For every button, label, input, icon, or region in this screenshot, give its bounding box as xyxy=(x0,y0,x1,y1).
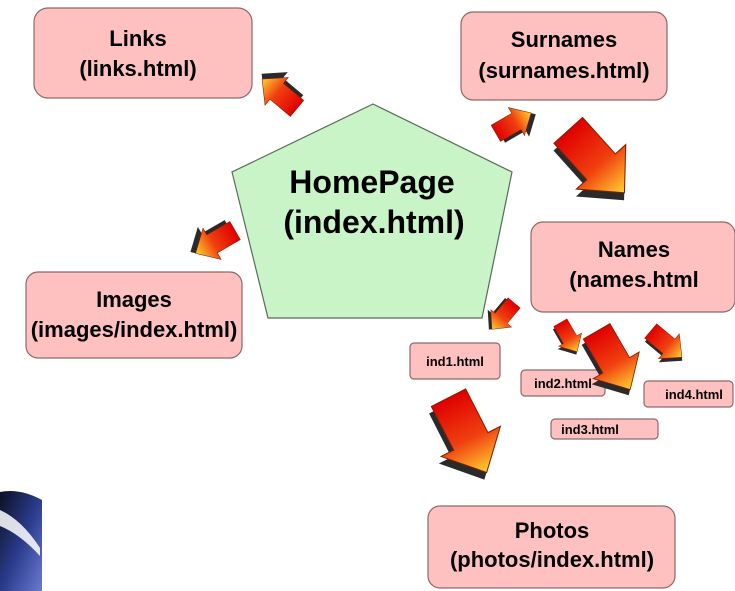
photos-box xyxy=(427,505,676,589)
ind3-label: ind3.html xyxy=(561,422,619,437)
homepage-node[interactable]: HomePage (index.html) xyxy=(231,103,513,319)
ind2-node[interactable]: ind2.html xyxy=(520,369,606,397)
names-box xyxy=(530,221,735,313)
ind1-label: ind1.html xyxy=(426,354,484,369)
links-title: Links xyxy=(109,26,166,51)
arrow-names-to-ind3 xyxy=(581,323,640,396)
links-node[interactable]: Links (links.html) xyxy=(33,7,253,99)
ind1-node[interactable]: ind1.html xyxy=(409,342,501,380)
arrow-home-to-links xyxy=(261,72,305,117)
links-file: (links.html) xyxy=(79,56,196,81)
surnames-title: Surnames xyxy=(511,27,617,52)
arrow-names-to-ind1 xyxy=(487,297,521,330)
ind4-node[interactable]: ind4.html xyxy=(643,380,734,408)
photos-title: Photos xyxy=(515,518,590,543)
names-file: (names.html xyxy=(569,267,699,292)
photos-file: (photos/index.html) xyxy=(450,547,654,572)
ind4-label: ind4.html xyxy=(665,387,723,402)
homepage-file: (index.html) xyxy=(283,204,464,240)
surnames-file: (surnames.html) xyxy=(478,58,649,83)
arrow-surnames-to-names xyxy=(553,116,627,201)
images-title: Images xyxy=(96,287,172,312)
ind1-box xyxy=(409,342,501,380)
arrow-names-to-ind2 xyxy=(552,318,582,355)
ind4-box xyxy=(643,380,734,408)
surnames-box xyxy=(460,11,668,101)
homepage-pentagon xyxy=(231,103,513,319)
names-title: Names xyxy=(598,237,670,262)
arrow-names-to-ind4 xyxy=(644,323,683,363)
arrow-home-to-images xyxy=(190,220,241,260)
photos-node[interactable]: Photos (photos/index.html) xyxy=(427,505,676,589)
homepage-title: HomePage xyxy=(289,164,454,200)
images-file: (images/index.html) xyxy=(31,317,238,342)
ind3-node[interactable]: ind3.html xyxy=(550,418,659,440)
arrow-home-to-surnames xyxy=(490,107,536,143)
ind3-box xyxy=(550,418,659,440)
corner-decoration xyxy=(0,491,42,591)
images-node[interactable]: Images (images/index.html) xyxy=(25,271,243,359)
surnames-node[interactable]: Surnames (surnames.html) xyxy=(460,11,668,101)
links-box xyxy=(33,7,253,99)
names-node[interactable]: Names (names.html xyxy=(530,221,735,313)
images-box xyxy=(25,271,243,359)
ind2-label: ind2.html xyxy=(534,376,592,391)
arrow-ind1-to-photos xyxy=(429,388,502,480)
